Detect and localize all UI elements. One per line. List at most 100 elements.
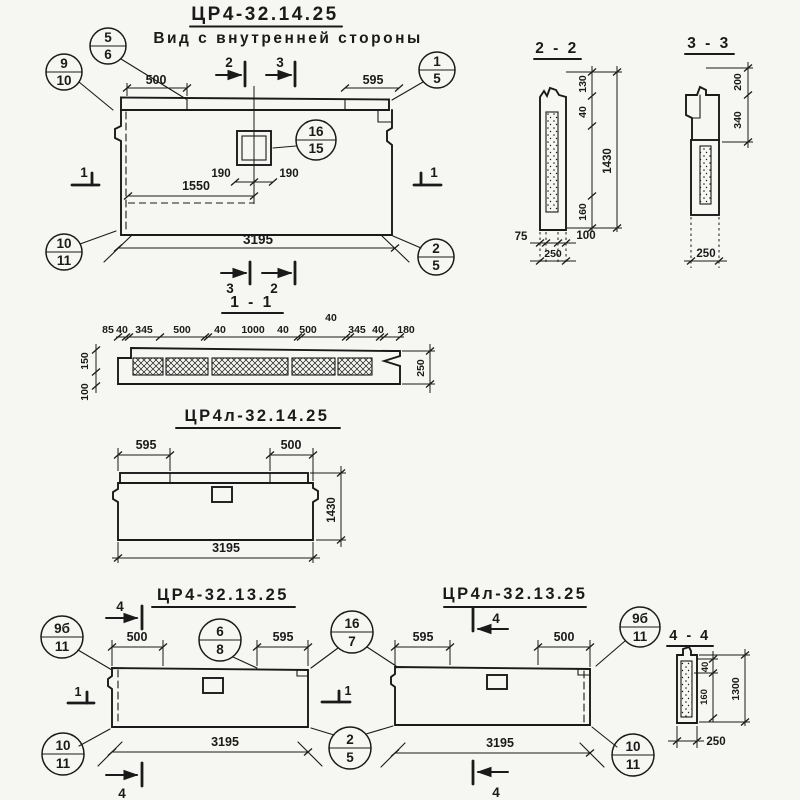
callout-2-5: 2 5	[392, 235, 455, 276]
callout-2-5: 2 5	[310, 725, 394, 770]
section-1-1-title: 1 - 1	[230, 294, 274, 311]
dim-250-label: 250	[696, 248, 715, 260]
callout-bottom: 11	[626, 757, 641, 772]
section-2-2-title: 2 - 2	[535, 40, 579, 57]
cut-mark-2b-label: 2	[270, 281, 278, 296]
dim-3195-label: 3195	[211, 735, 239, 749]
dim-40-label: 40	[700, 662, 711, 673]
dim-200-label: 200	[732, 73, 744, 91]
cut-mark-3b-label: 3	[226, 281, 234, 296]
panel-step-line	[577, 668, 591, 676]
callout-top: 9б	[632, 611, 648, 626]
dim-500-label: 500	[127, 630, 148, 644]
leader	[391, 81, 424, 101]
insulation	[337, 357, 373, 376]
callout-top: 10	[55, 738, 70, 753]
cut-mark-4-bottom-label: 4	[118, 786, 126, 800]
view-13l: ЦР4л-32.13.25 4 16 7 595 500 9б 11 1	[310, 585, 661, 800]
dim-150-label: 150	[79, 352, 91, 370]
section-profile	[676, 645, 698, 724]
callout-9b-11: 9б 11	[595, 606, 661, 667]
cut-mark-4-top-label: 4	[116, 599, 124, 614]
dim-40-label: 40	[577, 106, 589, 118]
panel-step-line	[296, 669, 309, 677]
dim-100-label: 100	[576, 230, 595, 242]
leader	[579, 742, 605, 768]
callout-bottom: 15	[308, 141, 324, 156]
callout-16-7: 16 7	[310, 610, 397, 669]
cut-mark-3-label: 3	[276, 55, 284, 70]
chain-dim: 500	[173, 324, 191, 336]
dim-500-label: 500	[281, 438, 302, 452]
leader	[365, 725, 394, 735]
head-detail	[691, 94, 701, 119]
leader	[78, 81, 114, 111]
cut-mark-1-label: 1	[345, 684, 352, 698]
leader	[392, 235, 422, 249]
dim-190-left-label: 190	[211, 168, 230, 180]
dim-75-label: 75	[515, 231, 528, 243]
callout-6-8: 6 8	[198, 618, 258, 669]
leader	[78, 728, 111, 747]
chain-dim: 1000	[241, 324, 265, 336]
view-mirror: ЦР4л-32.14.25 595 500 3195 1430	[112, 407, 346, 563]
leader	[232, 656, 258, 669]
chain-dim: 40	[214, 324, 226, 336]
callout-top: 2	[346, 732, 354, 747]
section-head	[685, 85, 720, 141]
mirror-title: ЦР4л-32.14.25	[185, 407, 330, 425]
section-3-3-title: 3 - 3	[687, 35, 731, 52]
dim-3195-label: 3195	[212, 541, 240, 555]
leader	[120, 58, 187, 100]
opening	[202, 677, 224, 694]
dim-340-label: 340	[732, 111, 744, 129]
main-subtitle: Вид с внутренней стороны	[153, 30, 422, 47]
cut-mark-1-left-label: 1	[80, 165, 88, 180]
leader	[366, 646, 397, 667]
callout-bottom: 11	[55, 639, 70, 654]
cavity	[699, 145, 712, 205]
callout-5-6: 5 6	[89, 27, 187, 100]
callout-top: 10	[56, 236, 71, 251]
section-3-3: 3 - 3 200 340 250	[684, 35, 753, 268]
dim-130-label: 130	[577, 75, 589, 93]
dim-1300-label: 1300	[730, 677, 742, 701]
insulation	[132, 357, 164, 376]
section-body	[690, 139, 720, 216]
leader	[79, 230, 117, 245]
cut-mark-1-right-label: 1	[430, 165, 438, 180]
leader	[381, 235, 410, 263]
leader	[380, 742, 406, 768]
chain-dim: 40	[116, 324, 128, 336]
callout-top: 2	[432, 241, 440, 256]
callout-bottom: 5	[432, 258, 440, 273]
callout-bottom: 11	[57, 253, 72, 268]
callout-1-5: 1 5	[391, 51, 456, 101]
leader	[595, 640, 626, 667]
main-title: ЦР4-32.14.25	[191, 4, 338, 25]
view-13-title: ЦР4-32.13.25	[157, 586, 289, 604]
panel-coping-strip	[119, 472, 309, 484]
leader	[272, 145, 297, 149]
insulation	[165, 357, 209, 376]
chain-dim: 40	[372, 324, 384, 336]
dim-250-label: 250	[415, 359, 427, 377]
chain-dim: 40	[277, 324, 289, 336]
dim-250-label: 250	[544, 248, 562, 260]
callout-16-15: 16 15	[272, 119, 337, 161]
leader	[310, 727, 335, 736]
chain-dim: 85	[102, 324, 114, 336]
dim-100-label: 100	[79, 383, 91, 401]
callout-top: 6	[216, 624, 224, 639]
dim-595-label: 595	[363, 73, 384, 87]
callout-top: 9	[60, 56, 68, 71]
section-4-4: 4 - 4 40 160 1300 250	[666, 628, 750, 748]
cavity	[545, 111, 559, 213]
panel-step-line	[377, 109, 393, 123]
leader	[103, 235, 132, 263]
dim-160-label: 160	[699, 689, 710, 705]
opening	[486, 674, 508, 690]
callout-bottom: 11	[56, 756, 71, 771]
dim-160-label: 160	[577, 203, 589, 221]
